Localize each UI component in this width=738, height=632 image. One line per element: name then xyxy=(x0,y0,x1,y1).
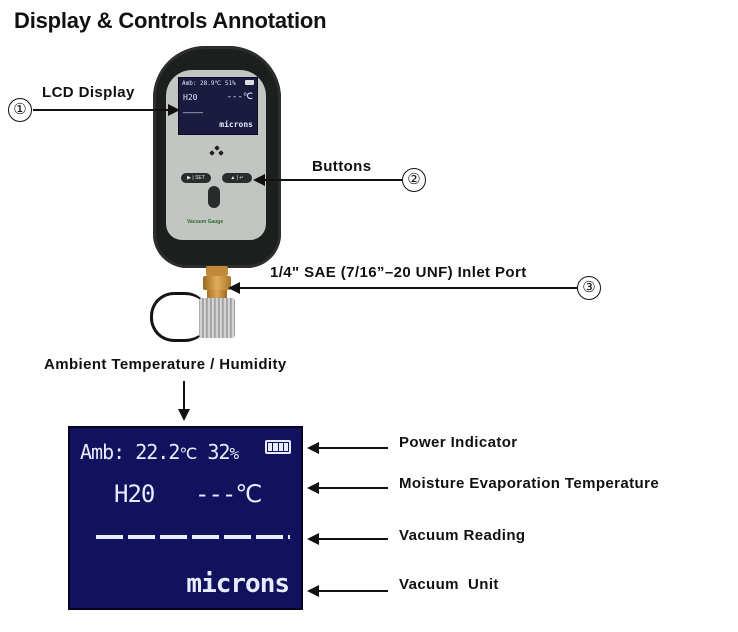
cap-strap xyxy=(150,292,209,342)
inlet-port-thread xyxy=(207,290,227,298)
annotation-line-power xyxy=(318,447,388,449)
arrow-icon xyxy=(228,282,240,294)
lcd-vacuum-unit: microns xyxy=(186,569,290,599)
logo-icon xyxy=(209,145,224,158)
lcd-h2o: H20 xyxy=(114,480,155,508)
lcd-ambient-readout: Amb: 22.2℃ 32% xyxy=(80,440,240,464)
mini-lcd-h2o: H20 xyxy=(183,93,198,102)
callout-line-3 xyxy=(239,287,577,289)
annotation-power-indicator: Power Indicator xyxy=(399,434,518,451)
mini-battery-icon xyxy=(245,80,254,85)
annotation-vacuum-reading: Vacuum Reading xyxy=(399,527,526,544)
arrow-icon xyxy=(178,409,190,421)
lcd-moisture-temp: ---℃ xyxy=(195,480,262,508)
callout-number-2: ② xyxy=(402,168,426,192)
callout-label-3: 1/4" SAE (7/16”–20 UNF) Inlet Port xyxy=(270,264,527,281)
inlet-port-fitting xyxy=(203,276,231,290)
mini-lcd-temp: ---℃ xyxy=(226,92,253,102)
mini-lcd-vacuum: ————— xyxy=(183,108,203,117)
inlet-port-cap xyxy=(199,298,235,338)
mini-lcd-unit: microns xyxy=(219,120,253,129)
ambient-arrow-line xyxy=(183,381,185,411)
arrow-icon xyxy=(307,533,319,545)
annotation-moisture-temp: Moisture Evaporation Temperature xyxy=(399,475,660,492)
ambient-label: Ambient Temperature / Humidity xyxy=(44,356,287,373)
lcd-amb-temp-unit: ℃ xyxy=(179,444,197,463)
arrow-icon xyxy=(307,585,319,597)
device-brand: Vacuum Gauge xyxy=(187,219,224,225)
page-title: Display & Controls Annotation xyxy=(14,8,327,33)
arrow-icon xyxy=(168,104,180,116)
set-button[interactable]: ▶ | SET xyxy=(181,173,211,183)
arrow-icon xyxy=(253,174,265,186)
callout-label-1: LCD Display xyxy=(42,84,135,101)
arrow-icon xyxy=(307,482,319,494)
callout-number-1: ① xyxy=(8,98,32,122)
callout-line-1 xyxy=(33,109,169,111)
enter-button[interactable]: ▲ | ↵ xyxy=(222,173,252,183)
lcd-closeup: Amb: 22.2℃ 32% H20 ---℃ microns xyxy=(68,426,303,610)
device-lcd-display: Amb: 28.9℃ 51% H20 ---℃ ————— microns xyxy=(178,77,258,135)
lcd-vacuum-reading xyxy=(96,535,290,539)
lcd-amb-hum-unit: % xyxy=(229,444,240,463)
callout-label-2: Buttons xyxy=(312,158,372,175)
lcd-amb-prefix: Amb: xyxy=(80,440,125,464)
annotation-line-vacuum xyxy=(318,538,388,540)
inlet-neck xyxy=(206,266,228,276)
callout-number-3: ③ xyxy=(577,276,601,300)
annotation-line-moisture xyxy=(318,487,388,489)
arrow-icon xyxy=(307,442,319,454)
power-button[interactable] xyxy=(208,186,220,208)
mini-lcd-ambient: Amb: 28.9℃ 51% xyxy=(182,80,236,87)
annotation-line-unit xyxy=(318,590,388,592)
annotation-vacuum-unit: Vacuum Unit xyxy=(399,576,499,593)
battery-icon xyxy=(265,440,291,454)
lcd-amb-temp: 22.2 xyxy=(135,440,180,464)
lcd-amb-hum: 32 xyxy=(207,440,230,464)
callout-line-2 xyxy=(264,179,402,181)
